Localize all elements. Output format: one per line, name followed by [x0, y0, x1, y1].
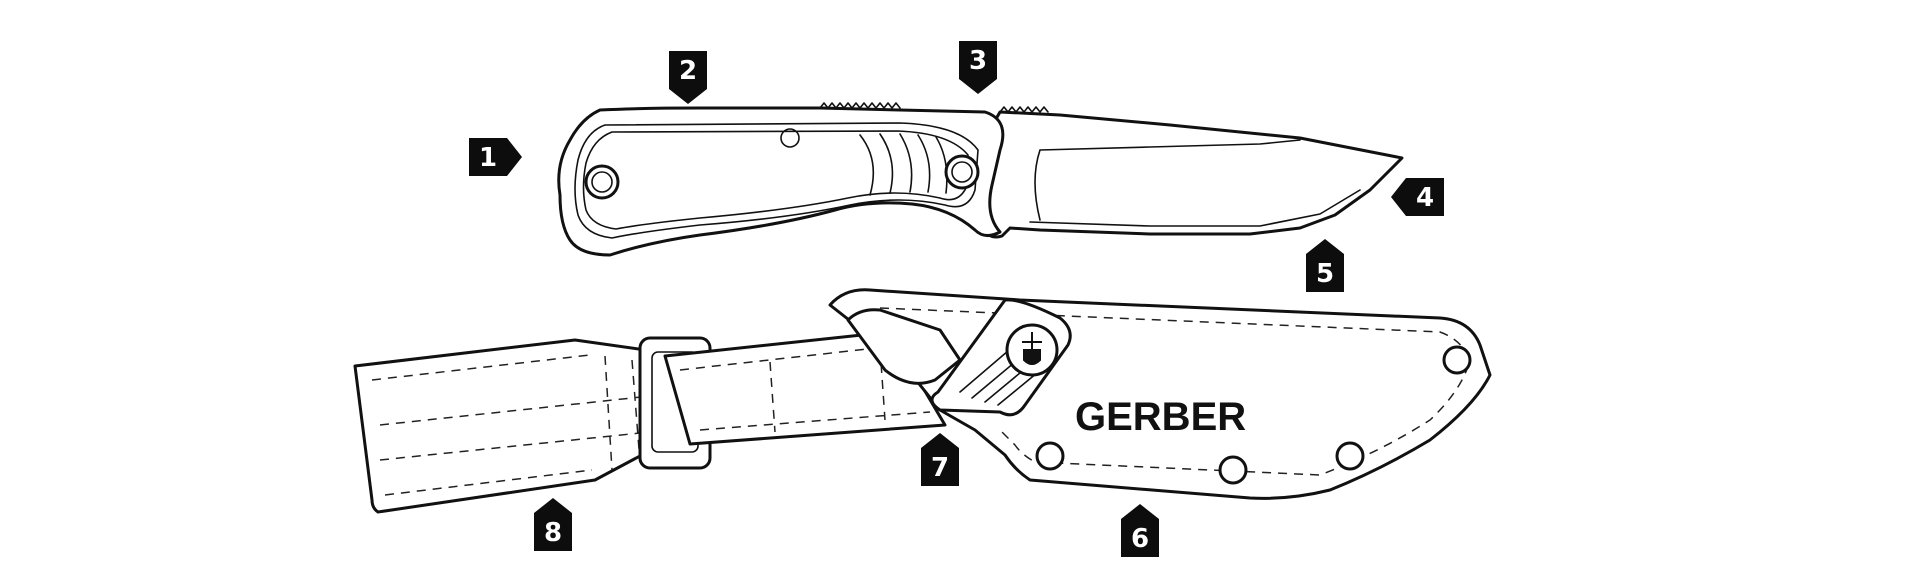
callout-number: 5: [1316, 259, 1334, 289]
callout-number: 2: [679, 56, 697, 86]
callout-number: 6: [1131, 524, 1149, 554]
callout-pointer: [1391, 178, 1444, 216]
knife: [557, 102, 1404, 257]
callout-badge-2: 2: [669, 51, 707, 104]
callout-badge-6: 6: [1121, 504, 1159, 557]
callout-number: 4: [1416, 183, 1434, 213]
brand-text: GERBER: [1075, 395, 1246, 439]
callout-pointer: [921, 433, 959, 486]
lanyard-hole: [584, 164, 620, 200]
callout-pointer: [1121, 504, 1159, 557]
callout-badge-3: 3: [959, 41, 997, 94]
handle-inlay-inner: [582, 130, 969, 230]
callout-number: 1: [479, 143, 497, 173]
belt-loop: [353, 338, 672, 514]
callout-badge-8: 8: [534, 498, 572, 551]
handle-inlay: [574, 122, 979, 239]
callout-pointer: [534, 498, 572, 551]
blade-grind-line: [1034, 139, 1301, 221]
callout-badge-4: 4: [1391, 178, 1444, 216]
callout-pointer: [959, 41, 997, 94]
sheath-rivet: [1218, 455, 1248, 485]
handle-grip-ridges: [859, 133, 948, 196]
callout-pointer: [1306, 239, 1344, 292]
sheath-rivet: [1035, 441, 1065, 471]
callout-badge-7: 7: [921, 433, 959, 486]
callout-pointer: [469, 138, 522, 176]
spine-jimping: [819, 102, 1049, 113]
belt-strap-stitch: [679, 346, 931, 433]
sheath-rivet: [1335, 441, 1365, 471]
callout-badge-1: 1: [469, 138, 522, 176]
sheath: GERBER: [353, 288, 1492, 514]
belt-loop-stitch: [371, 354, 661, 496]
belt-strap: [663, 330, 947, 446]
lanyard-hole-inner: [591, 171, 613, 193]
callout-layer: 1 2 3 4 5 6 7 8: [469, 41, 1444, 557]
callout-number: 8: [544, 518, 562, 548]
sheath-rivet: [1442, 345, 1472, 375]
sheath-retention-strap: [846, 308, 962, 385]
blade-edge-bevel: [1029, 189, 1361, 227]
callout-number: 7: [931, 453, 949, 483]
handle-pin-small: [780, 128, 800, 148]
callout-badge-5: 5: [1306, 239, 1344, 292]
knife-handle: [557, 106, 1005, 257]
callout-number: 3: [969, 46, 987, 76]
handle-pin-front: [944, 154, 980, 190]
sheath-thumb-tab-ridges: [959, 344, 1049, 406]
callout-pointer: [669, 51, 707, 104]
brand-logo-icon: [1022, 332, 1042, 365]
handle-pin-front-inner: [951, 161, 973, 183]
